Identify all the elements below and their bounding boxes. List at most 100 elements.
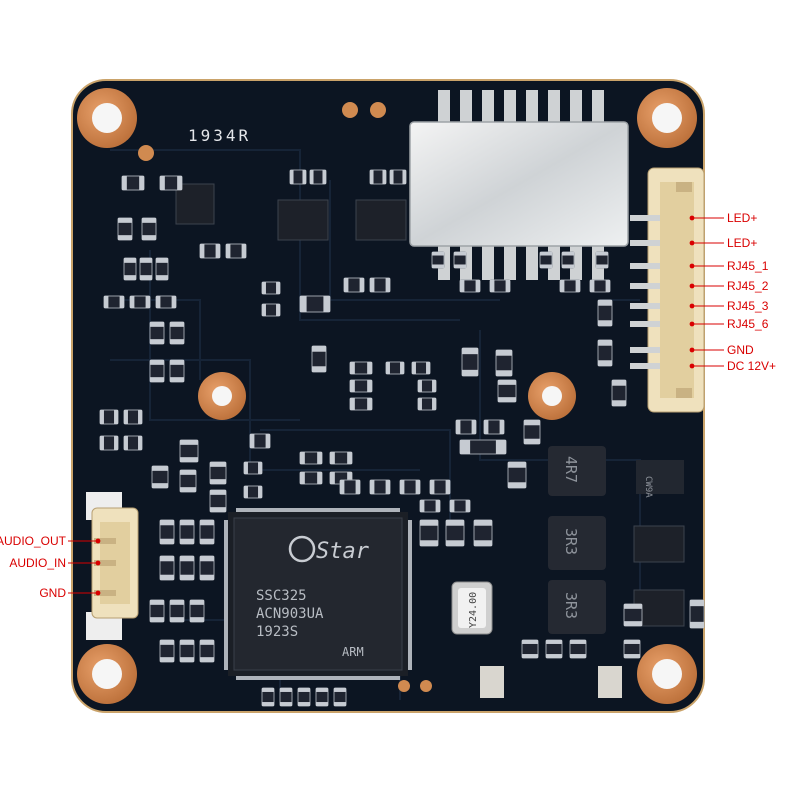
mounting-hole-top-left [77, 88, 137, 148]
smd-part [623, 639, 641, 659]
smd-part [589, 279, 611, 293]
connector-pin [630, 263, 660, 269]
smd-part [399, 479, 421, 495]
smd-part [99, 435, 119, 451]
smd-part [149, 599, 165, 623]
connector-pin [94, 560, 116, 566]
smd-part [289, 169, 307, 185]
smd-part [261, 303, 281, 317]
smd-part [429, 479, 451, 495]
smd-part [243, 485, 263, 499]
smd-part [123, 409, 143, 425]
smd-part [179, 639, 195, 663]
pin-label-left-3: GND [39, 586, 66, 600]
mounting-hole-inner-right [528, 372, 576, 420]
mounting-hole-bottom-right [637, 644, 697, 704]
smd-part [121, 175, 145, 191]
pin-label-right-8: DC 12V+ [727, 359, 777, 373]
smd-part [349, 361, 373, 375]
pin-label-right-3: RJ45_1 [727, 259, 769, 273]
smd-part [329, 451, 353, 465]
smd-part [117, 217, 133, 241]
smd-part [99, 409, 119, 425]
smd-part [123, 257, 137, 281]
smd-part [299, 451, 323, 465]
smd-part [461, 347, 479, 377]
smd-part [299, 295, 331, 313]
inductor-1: 4R7 [548, 446, 606, 496]
metal-shield [409, 121, 629, 247]
smd-part [419, 519, 439, 547]
crystal-mark: Y24.00 [468, 592, 479, 628]
smd-part [349, 397, 373, 411]
small-ic: CW9A [636, 460, 684, 498]
inductor-3: 3R3 [548, 580, 606, 634]
smd-part [459, 279, 481, 293]
inductor-1-mark: 4R7 [562, 456, 580, 483]
left-connector-pins [68, 538, 116, 596]
connector-pin [630, 363, 660, 369]
smd-part [141, 217, 157, 241]
chip-line1: SSC325 [256, 588, 307, 604]
smd-part [445, 519, 465, 547]
smd-part [179, 555, 195, 581]
pin-label-right-2: LED+ [727, 236, 758, 250]
bottom-pads [480, 666, 622, 698]
smd-part [279, 687, 293, 707]
smd-part [611, 379, 627, 407]
smd-part [473, 519, 493, 547]
connector-pin [94, 590, 116, 596]
right-connector-pins [630, 215, 724, 369]
smd-part [569, 639, 587, 659]
smd-part [449, 499, 471, 513]
smd-part [249, 433, 271, 449]
smd-part [151, 465, 169, 489]
smd-part [189, 599, 205, 623]
smd-part [209, 461, 227, 485]
smd-part [159, 175, 183, 191]
smd-part [297, 687, 311, 707]
pin-label-right-5: RJ45_3 [727, 299, 769, 313]
main-soc: Star SSC325 ACN903UA 1923S ARM [224, 508, 412, 680]
smd-part [243, 461, 263, 475]
smd-part [169, 359, 185, 383]
smd-part [495, 349, 513, 377]
smd-part [489, 279, 511, 293]
smd-part [455, 419, 477, 435]
right-connector [647, 167, 705, 413]
smd-part [349, 379, 373, 393]
smd-part [369, 479, 391, 495]
chip-line3: 1923S [256, 624, 298, 640]
connector-pin [630, 321, 660, 327]
chip-line2: ACN903UA [256, 606, 324, 622]
pin-label-right-1: LED+ [727, 211, 758, 225]
smd-part [199, 243, 221, 259]
smd-part [155, 295, 177, 309]
chip-brand: Star [316, 539, 370, 564]
smd-part [129, 295, 151, 309]
smd-part [315, 687, 329, 707]
connector-pin [630, 240, 660, 246]
mounting-hole-inner-left [198, 372, 246, 420]
smd-part [159, 639, 175, 663]
smd-part [159, 519, 175, 545]
smd-part [179, 439, 199, 463]
pin-label-left-2: AUDIO_IN [9, 556, 66, 570]
smd-part [225, 243, 247, 259]
small-ic-mark: CW9A [643, 476, 653, 498]
connector-pin [630, 303, 660, 309]
smd-part [417, 379, 437, 393]
smd-part [311, 345, 327, 373]
smd-part [523, 419, 541, 445]
pin-label-right-4: RJ45_2 [727, 279, 769, 293]
smd-part [179, 469, 197, 493]
smd-part [597, 339, 613, 367]
smd-part [389, 169, 407, 185]
smd-part [483, 419, 505, 435]
smd-part [139, 257, 153, 281]
crystal: Y24.00 [451, 581, 493, 635]
smd-part [417, 397, 437, 411]
smd-part [179, 519, 195, 545]
smd-part [369, 277, 391, 293]
